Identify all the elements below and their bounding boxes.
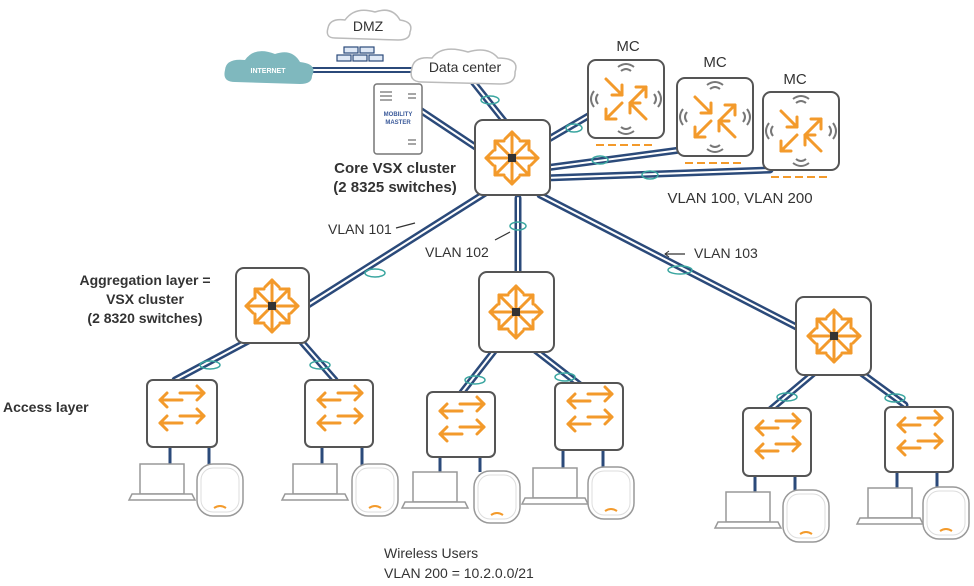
core-label-2: (2 8325 switches) [333,179,456,196]
footer-label-2: VLAN 200 = 10.2.0.0/21 [384,565,534,581]
datacenter-cloud: Data center [410,48,517,85]
internet-cloud: INTERNET [224,51,314,84]
vlan-102-label: VLAN 102 [425,244,489,260]
access-branch-6 [856,406,970,540]
aggregation-label-2: VSX cluster [106,291,184,307]
vlan-103-label: VLAN 103 [694,245,758,261]
internet-label: INTERNET [251,68,287,75]
mm-label-2: MASTER [385,120,411,126]
mc-label: MC [616,38,639,55]
dmz-label: DMZ [353,18,384,34]
access-branch-2 [281,379,399,517]
mc-label: MC [703,54,726,71]
firewall-icon [336,46,384,62]
access-branch-4 [521,382,635,520]
vlan-101-label: VLAN 101 [328,221,392,237]
mc-controller-2: MC [676,54,754,164]
access-layer-label: Access layer [3,399,89,415]
datacenter-label: Data center [429,59,502,75]
aggregation-label-3: (2 8320 switches) [87,310,202,326]
access-branch-1 [128,379,244,517]
mc-controller-3: MC [762,71,840,178]
links [171,67,909,414]
core-label-1: Core VSX cluster [334,160,456,177]
core-switch [474,119,551,196]
aggregation-switch-3 [795,296,872,376]
mc-label: MC [783,71,806,88]
access-branch-3 [401,391,521,524]
dmz-cloud: DMZ [326,9,412,41]
mobility-master-server: MOBILITY MASTER [373,83,423,155]
mm-label-1: MOBILITY [384,112,413,118]
mc-vlans-label: VLAN 100, VLAN 200 [667,190,812,207]
mc-controller-1: MC [587,38,665,146]
footer-label-1: Wireless Users [384,545,478,561]
aggregation-switch-1 [235,267,310,344]
access-branch-5 [714,407,830,543]
aggregation-label-1: Aggregation layer = [79,272,210,288]
aggregation-switch-2 [478,271,555,353]
